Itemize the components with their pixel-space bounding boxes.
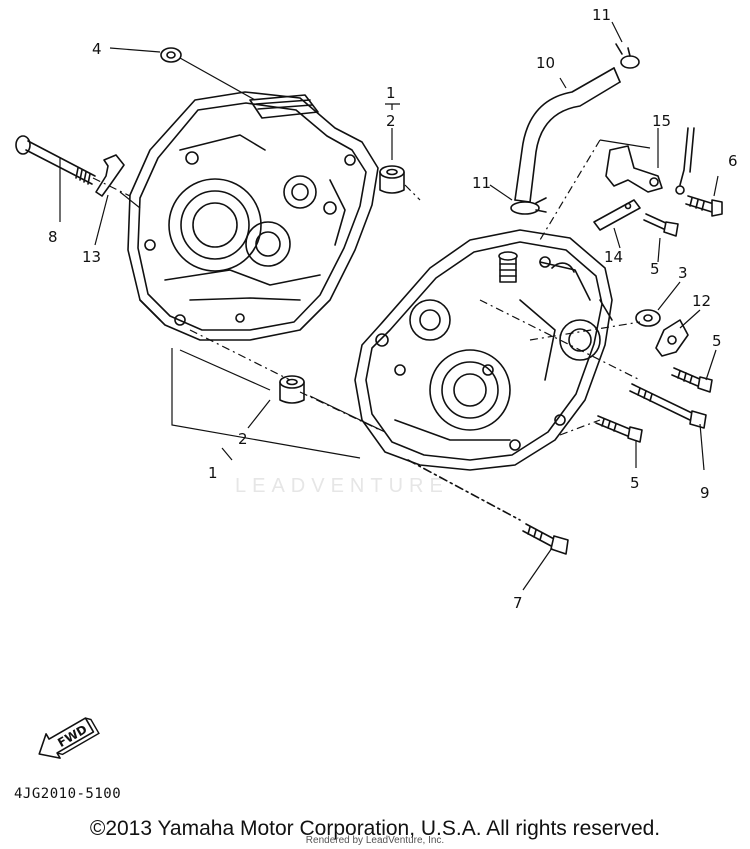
washer-part-4 bbox=[160, 47, 182, 63]
breather-hose-part-10 bbox=[514, 67, 621, 203]
hose-clip-part-11-mid bbox=[510, 197, 547, 215]
callout-7: 7 bbox=[513, 594, 523, 612]
screw-part-5-upper bbox=[643, 213, 679, 237]
hose-clip-part-11-top bbox=[615, 43, 640, 69]
rendered-by-text: Rendered by LeadVenture, Inc. bbox=[305, 835, 445, 846]
bolt-part-7 bbox=[522, 523, 569, 555]
right-crankcase-half bbox=[354, 229, 613, 471]
clamp-part-12 bbox=[655, 319, 689, 357]
callout-5-c: 5 bbox=[630, 474, 640, 492]
bolt-part-9 bbox=[629, 383, 707, 429]
callout-13: 13 bbox=[82, 248, 101, 266]
callout-6: 6 bbox=[728, 152, 738, 170]
fwd-arrow-icon: FWD bbox=[38, 717, 100, 759]
bolt-part-5-right bbox=[671, 367, 713, 393]
callout-2-mid: 2 bbox=[238, 430, 248, 448]
dowel-pin-part-2-mid bbox=[279, 375, 305, 404]
callout-4: 4 bbox=[92, 40, 102, 58]
copyright-text: ©2013 Yamaha Motor Corporation, U.S.A. A… bbox=[89, 817, 661, 840]
callout-5-b: 5 bbox=[712, 332, 722, 350]
washer-part-3 bbox=[635, 309, 661, 327]
plate-part-14 bbox=[593, 199, 641, 231]
callout-15: 15 bbox=[652, 112, 671, 130]
callout-12: 12 bbox=[692, 292, 711, 310]
callout-8: 8 bbox=[48, 228, 58, 246]
bolt-part-5-lower bbox=[595, 415, 643, 443]
callout-9: 9 bbox=[700, 484, 710, 502]
callout-14: 14 bbox=[604, 248, 623, 266]
callout-3: 3 bbox=[678, 264, 688, 282]
diagram-part-code: 4JG2010-5100 bbox=[14, 786, 122, 802]
ground-lead-wire bbox=[675, 127, 695, 195]
bolt-part-8 bbox=[15, 135, 96, 185]
watermark-text: LEADVENTURE bbox=[235, 475, 449, 497]
callout-10: 10 bbox=[536, 54, 555, 72]
callout-2-top: 2 bbox=[386, 112, 396, 130]
dowel-pin-part-2-top bbox=[379, 165, 405, 194]
callout-5-a: 5 bbox=[650, 260, 660, 278]
callout-11-top: 11 bbox=[592, 6, 611, 24]
callout-1-mid: 1 bbox=[208, 464, 218, 482]
left-crankcase-half bbox=[127, 91, 379, 341]
bracket-part-15 bbox=[605, 145, 663, 193]
callout-11-mid: 11 bbox=[472, 174, 491, 192]
assembly-line-lower bbox=[407, 459, 521, 521]
leader-lines bbox=[59, 21, 719, 591]
callout-1-top: 1 bbox=[386, 84, 396, 102]
clamp-part-13 bbox=[95, 154, 125, 197]
bolt-part-6 bbox=[685, 195, 723, 217]
